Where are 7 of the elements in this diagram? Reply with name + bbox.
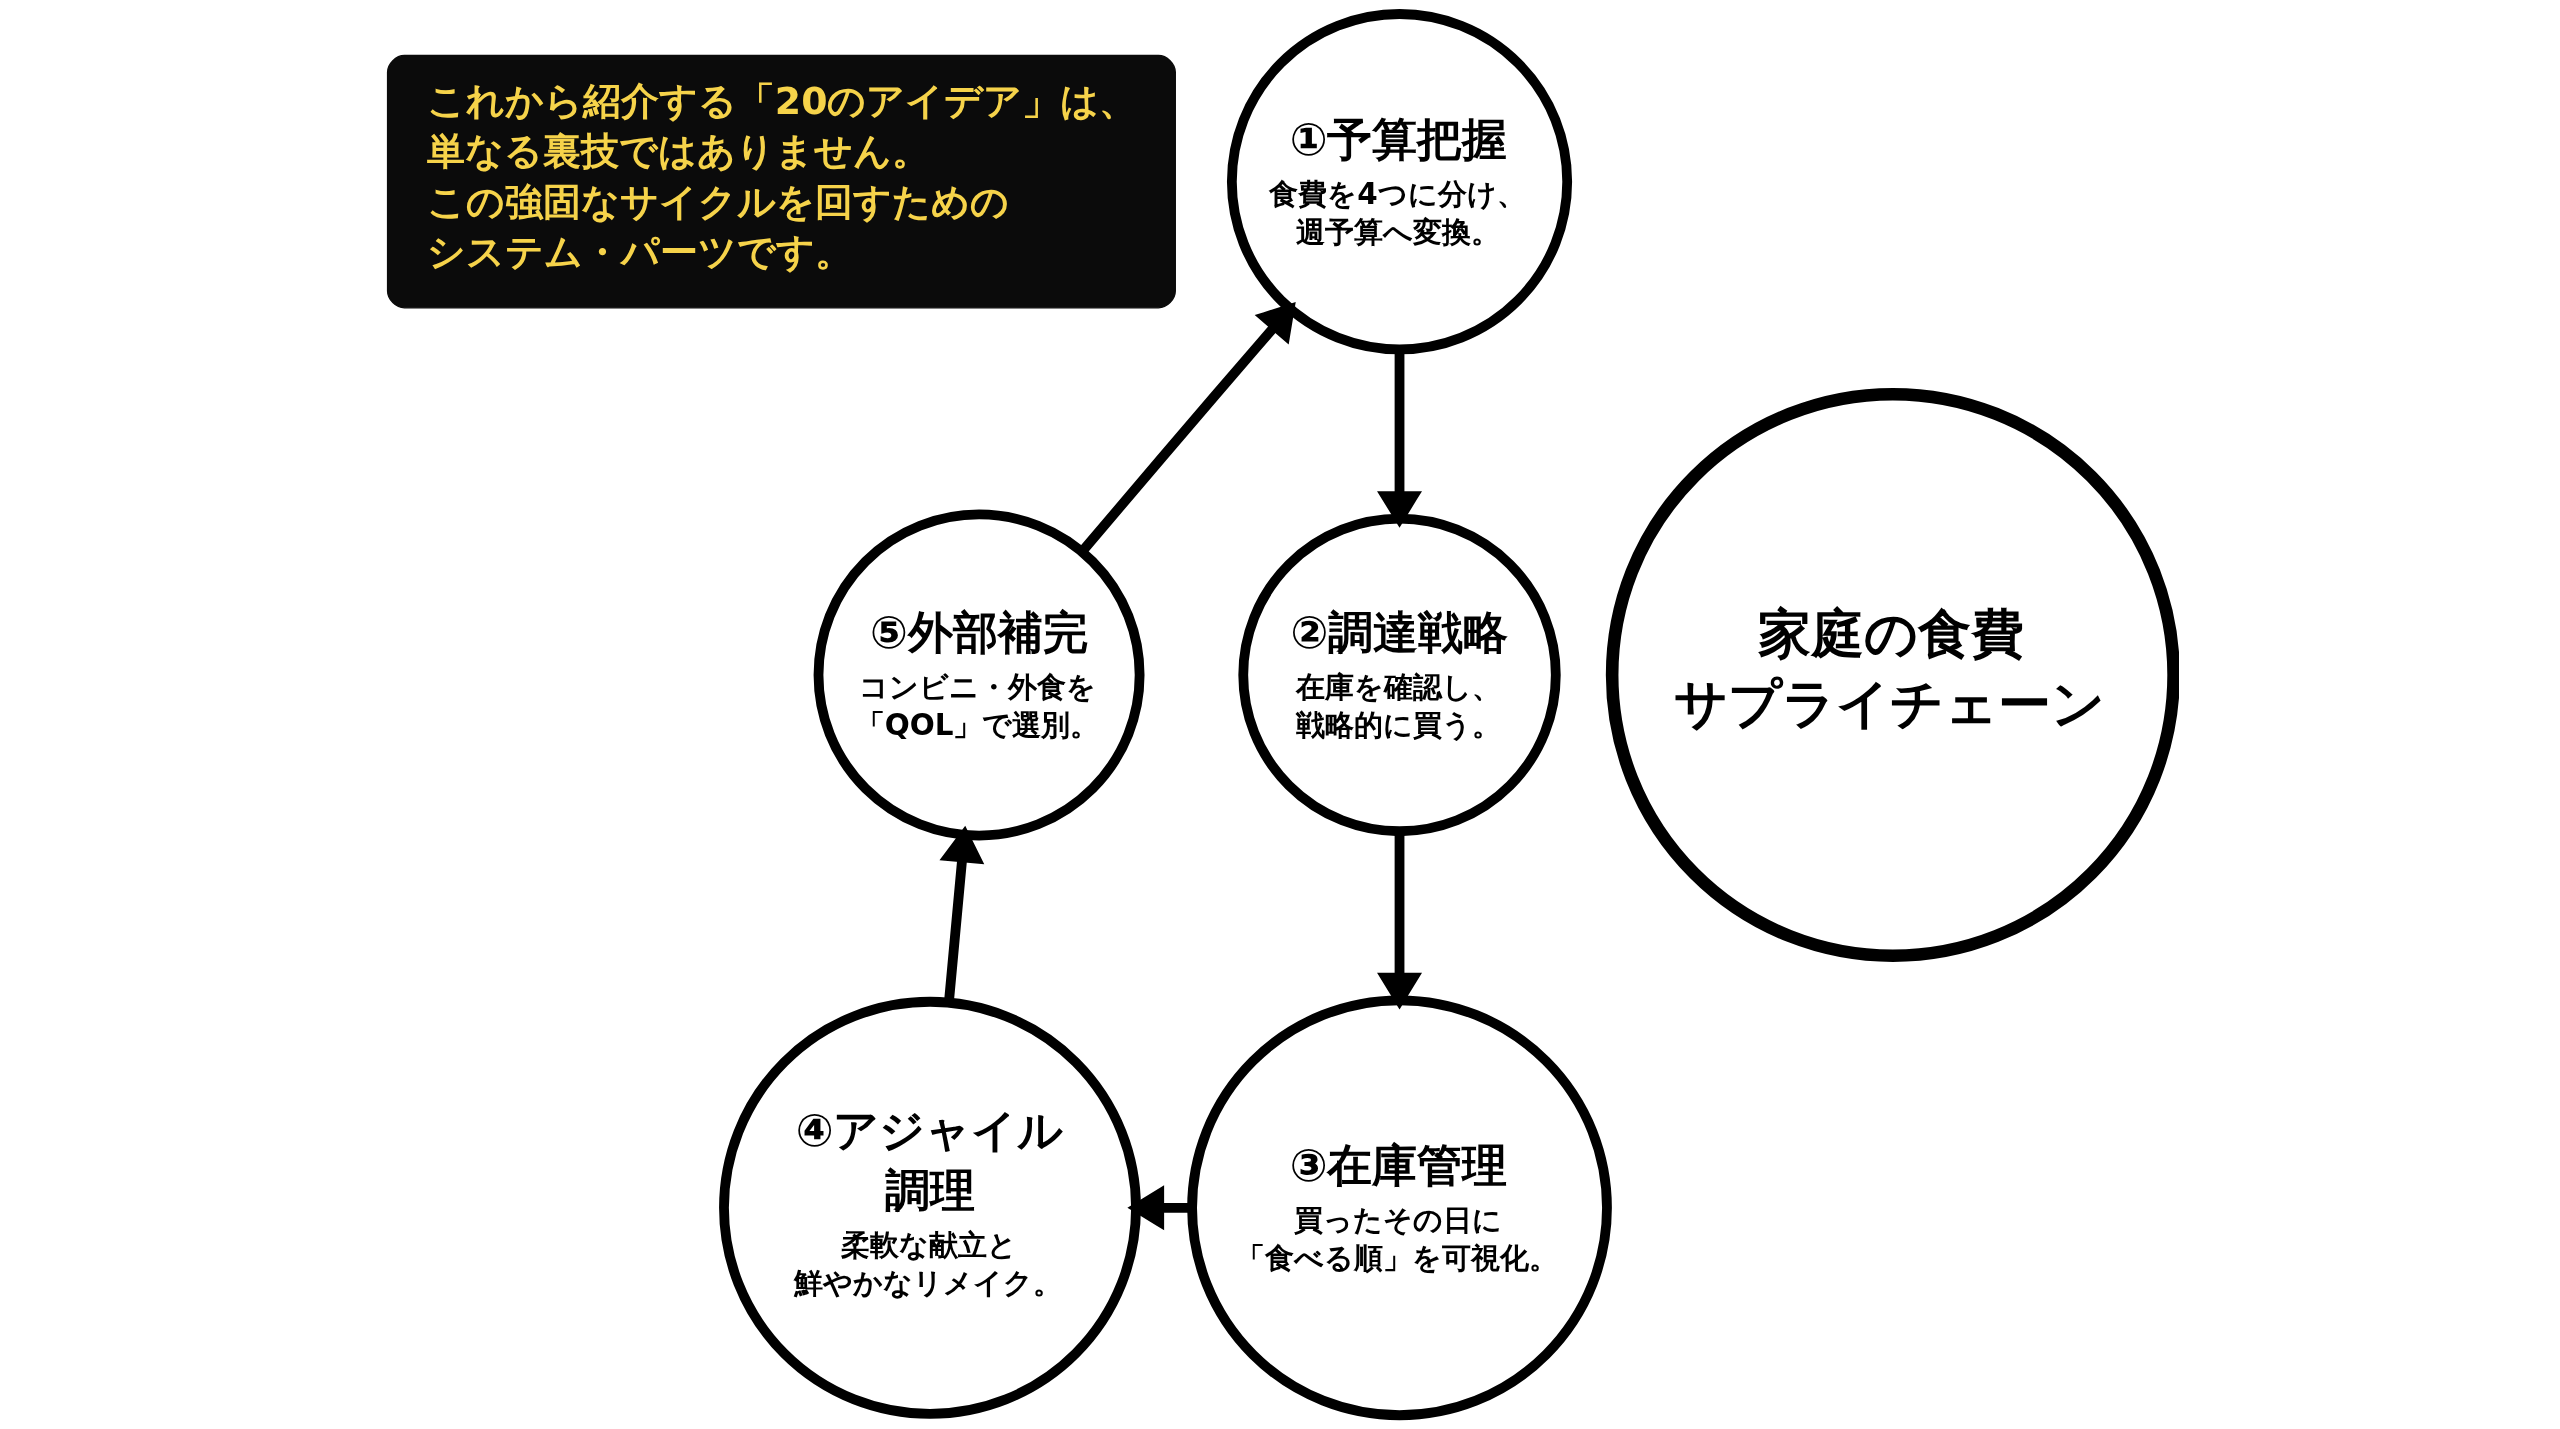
- node-box: これから紹介する「20のアイデア」は、単なる裏技ではありません。この強固なサイクルを回すためのシステム・パーツです。: [386, 54, 1176, 309]
- node-circle: ①予算把握 食費を4つに分け、週予算へ変換。: [1226, 9, 1572, 355]
- node-circle: 家庭の食費サプライチェーン: [1605, 387, 2179, 962]
- node-circle: ③在庫管理 買ったその日に「食べる順」を可視化。: [1186, 995, 1612, 1421]
- node-circle: ④アジャイル調理 柔軟な献立と鮮やかなリメイク。: [718, 996, 1141, 1419]
- node-circle: ②調達戦略 在庫を確認し、戦略的に買う。: [1237, 513, 1561, 837]
- node-circle: ⑤外部補完 コンビニ・外食を「QOL」で選別。: [813, 509, 1145, 841]
